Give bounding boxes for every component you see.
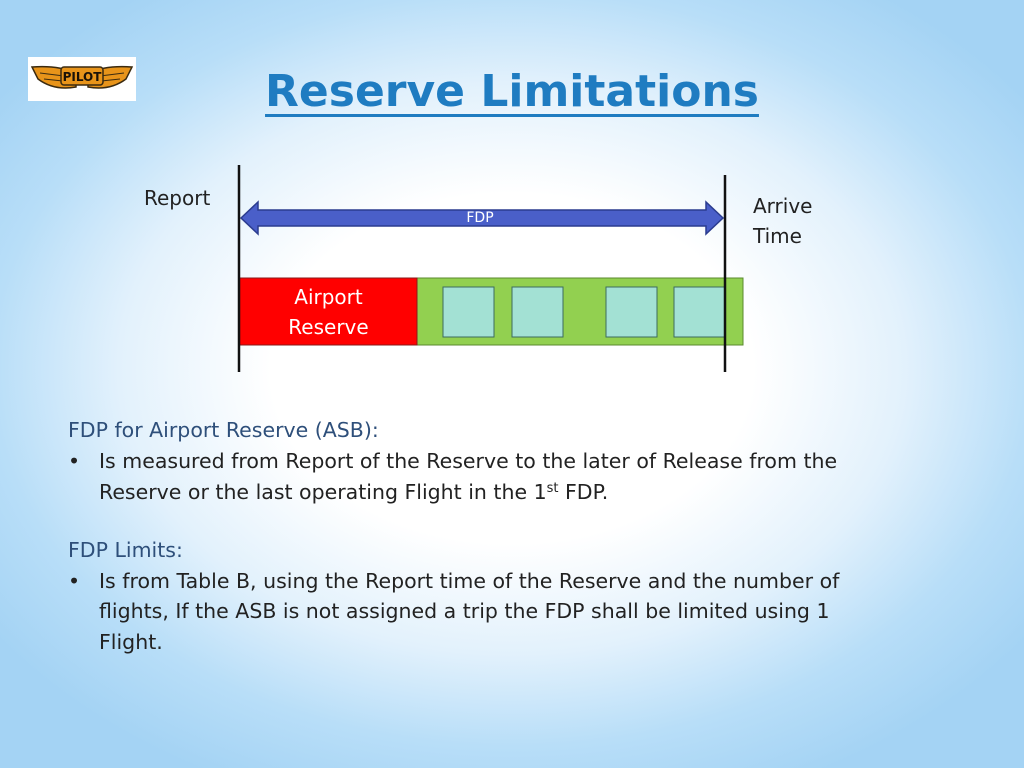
pilot-wings-icon: PILOT (30, 65, 134, 89)
arrive-time-label: Time (753, 224, 802, 248)
bullet-line: Flight. (99, 630, 163, 654)
report-label: Report (144, 186, 211, 210)
bullet-dot: • (68, 569, 81, 593)
bullet-fdp-measured: • Is measured from Report of the Reserve… (68, 446, 948, 508)
bullet-line: flights, If the ASB is not assigned a tr… (99, 599, 830, 623)
ordinal-superscript: st (546, 481, 559, 496)
bullet-line-text: Reserve or the last operating Flight in … (99, 480, 547, 504)
flight-box (511, 286, 564, 338)
airport-reserve-label-line2: Reserve (288, 315, 369, 339)
flight-box (605, 286, 658, 338)
pilot-logo: PILOT (28, 57, 136, 101)
bullet-line-with-superscript: Reserve or the last operating Flight in … (99, 477, 608, 507)
bullet-line-suffix: FDP. (558, 480, 609, 504)
bullet-line: Is measured from Report of the Reserve t… (99, 449, 838, 473)
airport-reserve-label-line1: Airport (294, 285, 363, 309)
fdp-arrow (239, 200, 725, 236)
fdp-diagram (237, 165, 744, 372)
section-heading-fdp-airport-reserve: FDP for Airport Reserve (ASB): (68, 418, 379, 442)
bullet-line: Is from Table B, using the Report time o… (99, 569, 840, 593)
airport-reserve-block (238, 277, 418, 346)
flight-box (673, 286, 726, 338)
bullet-fdp-limits: • Is from Table B, using the Report time… (68, 566, 948, 658)
fdp-arrow-label: FDP (466, 210, 494, 226)
flight-box (442, 286, 495, 338)
section-heading-fdp-limits: FDP Limits: (68, 538, 183, 562)
page-title: Reserve Limitations (265, 66, 759, 117)
arrive-label: Arrive (753, 194, 813, 218)
bullet-dot: • (68, 449, 81, 473)
flight-boxes (442, 286, 726, 338)
logo-text: PILOT (63, 70, 103, 84)
